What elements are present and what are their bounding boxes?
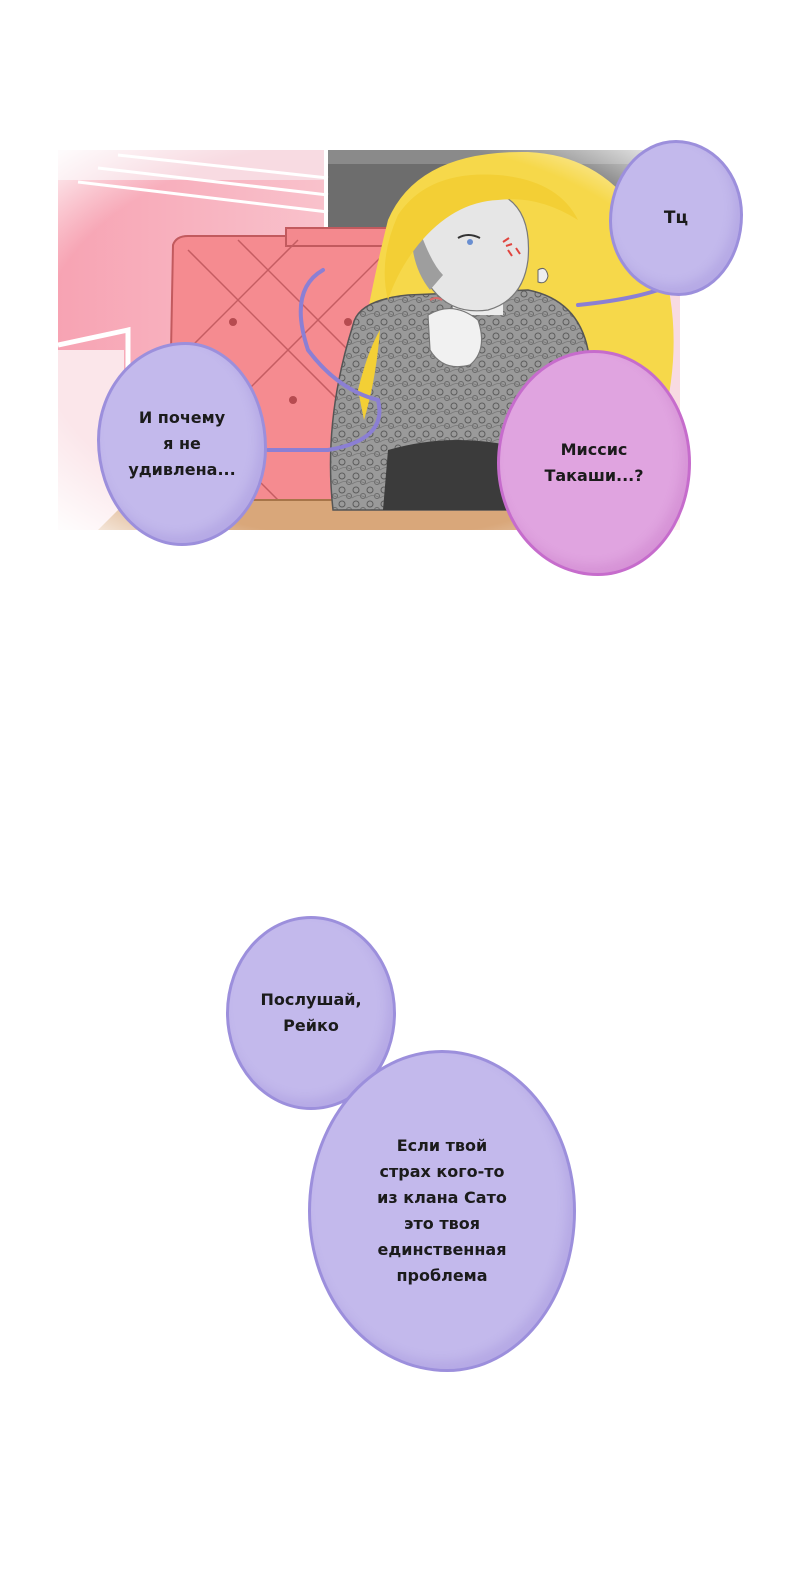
speech-text-if-your-fear: Если твой страх кого-то из клана Сато эт… <box>377 1136 507 1285</box>
speech-text-tc: Тц <box>663 208 689 228</box>
speech-bubble-mrs-takashi: Миссис Такаши...? <box>497 350 691 576</box>
illustration-woman-at-table <box>58 150 680 530</box>
speech-text-mrs-takashi: Миссис Такаши...? <box>544 440 644 485</box>
speech-bubble-tc: Тц <box>609 140 743 296</box>
speech-bubble-why-not-surprised: И почему я не удивлена... <box>97 342 267 546</box>
speech-bubble-if-your-fear: Если твой страх кого-то из клана Сато эт… <box>308 1050 576 1372</box>
speech-text-listen-reiko: Послушай, Рейко <box>260 990 362 1035</box>
comic-panel-illustration <box>58 150 680 530</box>
speech-text-why-not-surprised: И почему я не удивлена... <box>128 408 236 479</box>
